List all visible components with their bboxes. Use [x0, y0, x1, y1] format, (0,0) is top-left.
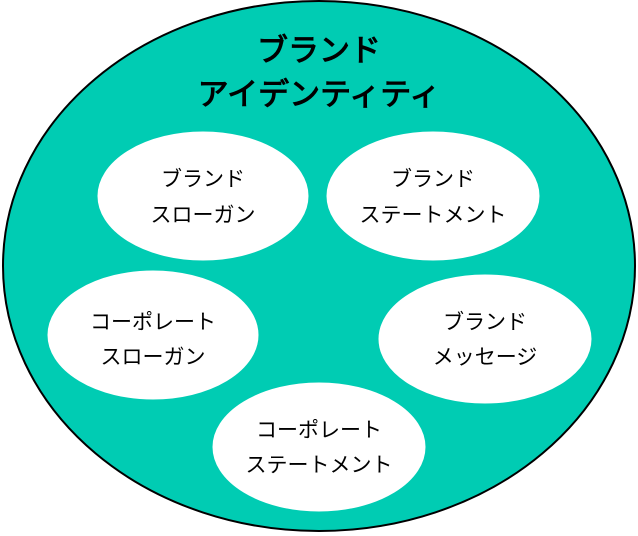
node-brand-statement-line2: ステートメント — [360, 203, 507, 227]
node-corporate-slogan-line2: スローガン — [101, 345, 206, 369]
node-brand-message-ellipse — [377, 273, 593, 405]
node-corporate-statement-line1: コーポレート — [256, 418, 382, 442]
diagram-title-line2: アイデンティティ — [198, 77, 441, 113]
node-brand-slogan-line2: スローガン — [151, 203, 256, 227]
node-brand-message-line1: ブランド — [443, 310, 527, 334]
node-corporate-statement-line2: ステートメント — [246, 453, 393, 477]
node-corporate-slogan-ellipse — [46, 269, 260, 401]
node-corporate-slogan-line1: コーポレート — [90, 310, 216, 334]
node-brand-slogan-ellipse — [96, 130, 310, 262]
node-brand-message-line2: メッセージ — [433, 345, 538, 369]
node-corporate-slogan: コーポレート スローガン — [46, 269, 260, 401]
node-brand-slogan: ブランド スローガン — [96, 130, 310, 262]
node-brand-statement-line1: ブランド — [391, 167, 475, 191]
node-brand-slogan-line1: ブランド — [161, 167, 245, 191]
node-brand-statement-ellipse — [325, 130, 541, 262]
node-brand-message: ブランド メッセージ — [377, 273, 593, 405]
node-corporate-statement: コーポレート ステートメント — [211, 381, 427, 513]
node-brand-statement: ブランド ステートメント — [325, 130, 541, 262]
diagram-title-line1: ブランド — [257, 33, 381, 69]
node-corporate-statement-ellipse — [211, 381, 427, 513]
